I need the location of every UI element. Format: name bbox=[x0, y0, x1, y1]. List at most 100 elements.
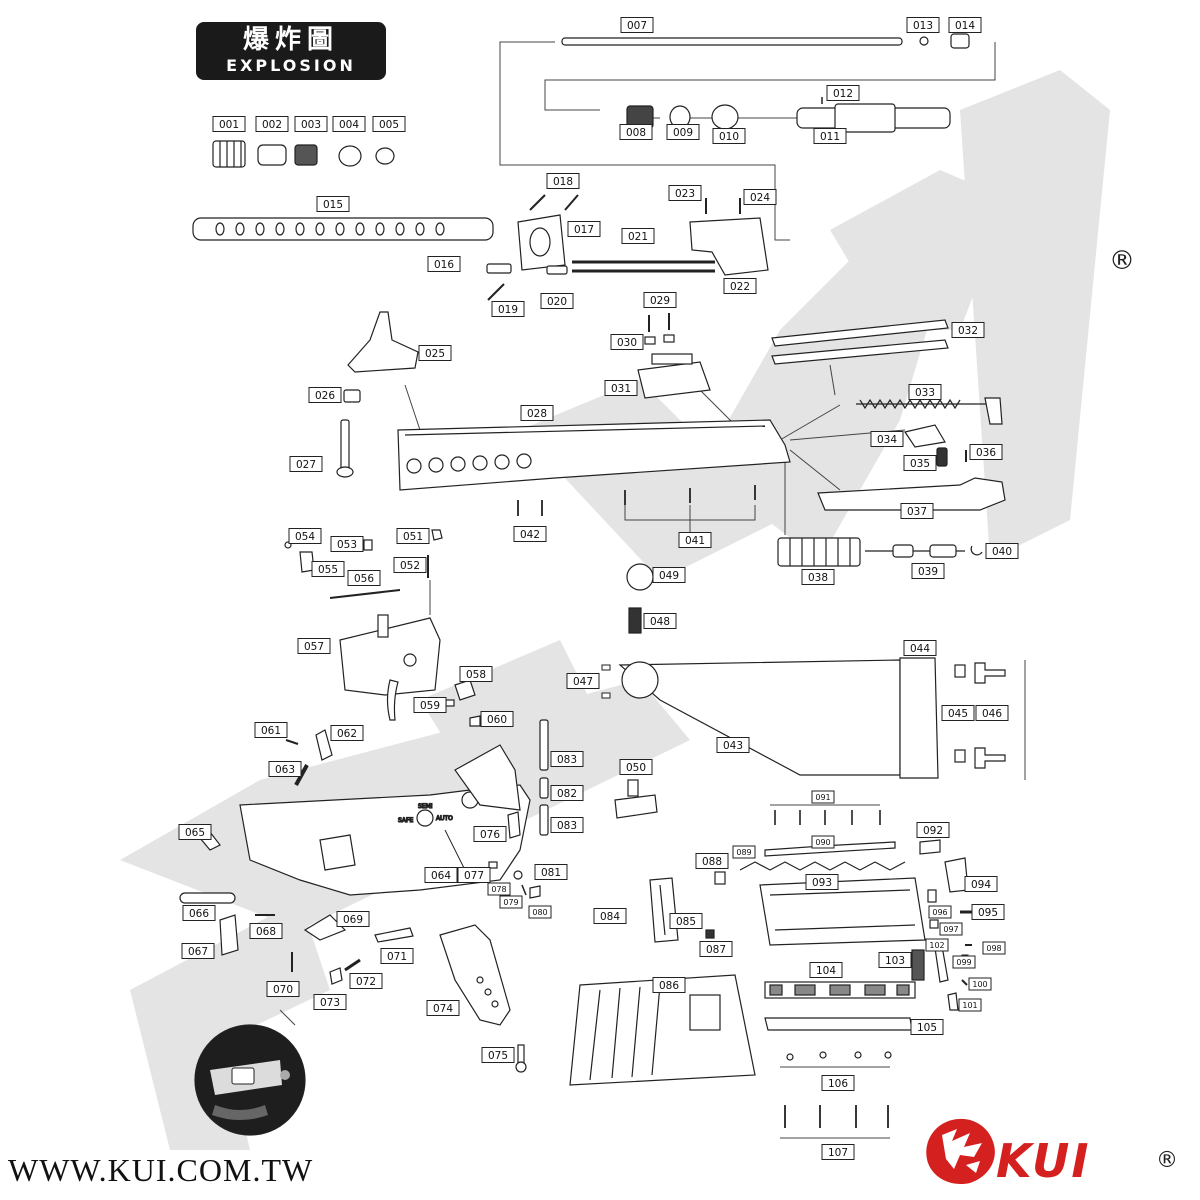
part-callout-102: 102 bbox=[925, 938, 949, 952]
part-010 bbox=[711, 104, 739, 130]
part-callout-087: 087 bbox=[699, 941, 733, 957]
part-callout-082: 082 bbox=[550, 785, 584, 801]
part-callout-011: 011 bbox=[813, 128, 847, 144]
inset-detail bbox=[194, 1024, 306, 1136]
callout-box bbox=[723, 278, 757, 294]
part-callout-029: 029 bbox=[643, 292, 677, 308]
callout-number: 082 bbox=[557, 788, 577, 800]
callout-box bbox=[311, 561, 345, 577]
part-callout-024: 024 bbox=[743, 189, 777, 205]
callout-box bbox=[347, 570, 381, 586]
part-080 bbox=[529, 885, 541, 899]
callout-number: 026 bbox=[315, 390, 335, 402]
part-003 bbox=[294, 144, 318, 166]
part-callout-099: 099 bbox=[952, 955, 976, 969]
website-url: WWW.KUI.COM.TW bbox=[8, 1152, 314, 1188]
part-071 bbox=[374, 927, 414, 943]
callout-number: 001 bbox=[219, 119, 239, 131]
part-callout-056: 056 bbox=[347, 570, 381, 586]
callout-number: 079 bbox=[503, 898, 518, 907]
callout-number: 085 bbox=[676, 916, 696, 928]
part-callout-062: 062 bbox=[330, 725, 364, 741]
callout-number: 099 bbox=[956, 958, 971, 967]
callout-number: 069 bbox=[343, 914, 363, 926]
callout-box bbox=[427, 256, 461, 272]
callout-number: 070 bbox=[273, 984, 293, 996]
callout-number: 037 bbox=[907, 506, 927, 518]
callout-box bbox=[826, 85, 860, 101]
part-097 bbox=[929, 919, 939, 929]
part-callout-043: 043 bbox=[716, 737, 750, 753]
callout-number: 088 bbox=[702, 856, 722, 868]
callout-number: 047 bbox=[573, 676, 593, 688]
callout-number: 049 bbox=[659, 570, 679, 582]
part-086-magazine bbox=[569, 974, 756, 1086]
part-callout-066: 066 bbox=[182, 905, 216, 921]
part-callout-051: 051 bbox=[396, 528, 430, 544]
callout-box bbox=[499, 895, 523, 909]
callout-number: 104 bbox=[816, 965, 836, 977]
part-callout-023: 023 bbox=[668, 185, 702, 201]
callout-number: 050 bbox=[626, 762, 646, 774]
part-callout-067: 067 bbox=[181, 943, 215, 959]
callout-number: 072 bbox=[356, 976, 376, 988]
part-callout-061: 061 bbox=[254, 722, 288, 738]
callout-box bbox=[916, 822, 950, 838]
callout-box bbox=[330, 725, 364, 741]
callout-number: 036 bbox=[976, 447, 996, 459]
callout-box bbox=[969, 444, 1003, 460]
callout-box bbox=[480, 711, 514, 727]
callout-box bbox=[604, 380, 638, 396]
callout-number: 093 bbox=[812, 877, 832, 889]
callout-box bbox=[813, 128, 847, 144]
callout-number: 014 bbox=[955, 20, 975, 32]
callout-box bbox=[982, 941, 1006, 955]
callout-number: 087 bbox=[706, 944, 726, 956]
callout-box bbox=[413, 697, 447, 713]
callout-number: 010 bbox=[719, 131, 739, 143]
callout-number: 090 bbox=[815, 838, 830, 847]
callout-number: 013 bbox=[913, 20, 933, 32]
part-062 bbox=[315, 729, 333, 761]
part-018-pin-b bbox=[564, 194, 579, 211]
callout-box bbox=[668, 185, 702, 201]
callout-box bbox=[550, 785, 584, 801]
callout-box bbox=[513, 526, 547, 542]
callout-box bbox=[288, 528, 322, 544]
part-callout-083: 083 bbox=[550, 751, 584, 767]
part-callout-092: 092 bbox=[916, 822, 950, 838]
callout-box bbox=[811, 790, 835, 804]
callout-number: 083 bbox=[557, 754, 577, 766]
part-callout-035: 035 bbox=[903, 455, 937, 471]
part-030-a bbox=[644, 336, 656, 345]
part-090-follower-strip bbox=[764, 841, 896, 857]
part-001-flash-hider bbox=[212, 140, 246, 168]
callout-box bbox=[457, 867, 491, 883]
part-callout-107: 107 bbox=[821, 1144, 855, 1160]
part-callout-064: 064 bbox=[424, 867, 458, 883]
callout-box bbox=[610, 334, 644, 350]
callout-number: 034 bbox=[877, 434, 897, 446]
callout-box bbox=[380, 948, 414, 964]
selector-auto-label: AUTO bbox=[436, 815, 453, 822]
callout-box bbox=[809, 962, 843, 978]
callout-box bbox=[908, 384, 942, 400]
callout-number: 101 bbox=[962, 1001, 977, 1010]
callout-box bbox=[550, 817, 584, 833]
part-callout-093: 093 bbox=[805, 874, 839, 890]
part-callout-038: 038 bbox=[801, 569, 835, 585]
callout-number: 061 bbox=[261, 725, 281, 737]
callout-number: 021 bbox=[628, 231, 648, 243]
part-callout-036: 036 bbox=[969, 444, 1003, 460]
part-callout-031: 031 bbox=[604, 380, 638, 396]
callout-number: 038 bbox=[808, 572, 828, 584]
part-callout-026: 026 bbox=[308, 387, 342, 403]
callout-box bbox=[666, 124, 700, 140]
callout-box bbox=[900, 503, 934, 519]
callout-number: 012 bbox=[833, 88, 853, 100]
part-060 bbox=[469, 715, 481, 727]
part-076 bbox=[507, 811, 521, 839]
brand-logo-text: KUI bbox=[996, 1134, 1091, 1188]
callout-box bbox=[975, 705, 1009, 721]
